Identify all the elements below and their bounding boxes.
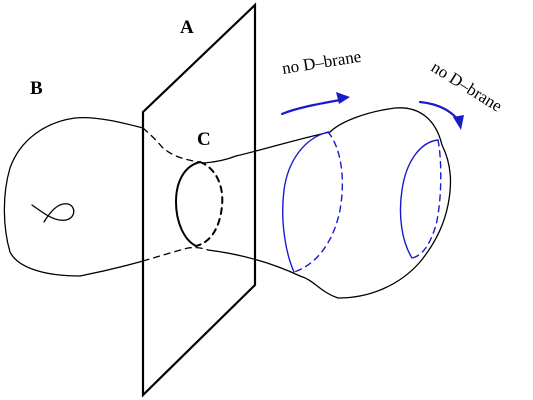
surface-b-hidden-bottom	[142, 246, 209, 262]
handle-symbol	[31, 203, 75, 223]
label-b: B	[30, 78, 43, 99]
cross-section-1-front	[282, 131, 329, 273]
arrow-2	[418, 100, 460, 122]
cross-section-2-back	[411, 139, 442, 259]
arrow-1-head	[336, 92, 350, 104]
neck-circle-back	[195, 161, 224, 247]
surface-b-outline	[3, 116, 144, 277]
label-c: C	[197, 129, 211, 150]
surface-b-hidden-top	[142, 127, 205, 164]
plane-a	[141, 2, 257, 398]
arrow-1	[280, 98, 342, 116]
arrow-2-head	[453, 115, 464, 130]
label-no-dbrane-1: no D–brane	[281, 47, 363, 78]
cross-section-2-front	[399, 139, 439, 259]
neck-circle-front	[175, 161, 201, 247]
cross-section-1-back	[293, 131, 344, 273]
label-a: A	[180, 17, 194, 38]
tube-top-edge	[235, 107, 452, 299]
tube-neck-top	[203, 155, 237, 164]
